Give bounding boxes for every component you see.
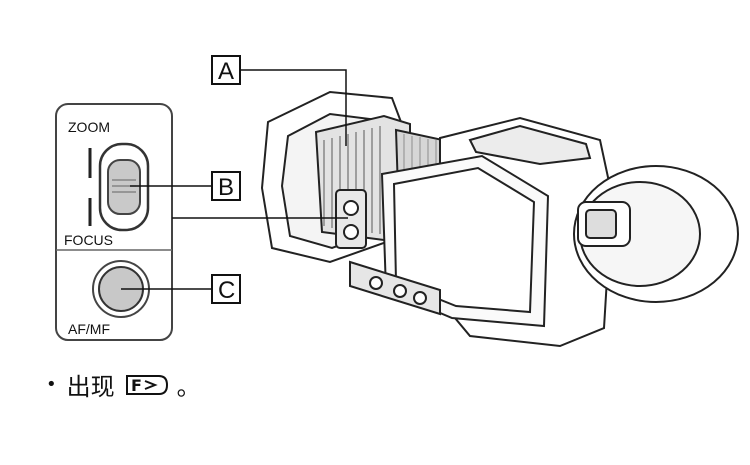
callout-b-box	[211, 171, 241, 201]
callout-a-box	[211, 55, 241, 85]
zoom-focus-switch-knob[interactable]	[107, 159, 141, 215]
lens-side-button-1	[343, 200, 359, 216]
focus-note: • 出现 F 。	[46, 367, 201, 402]
lower-button-2	[393, 284, 407, 298]
note-text: 出现	[66, 373, 115, 401]
note-suffix: 。	[176, 373, 201, 401]
focus-icon: F	[125, 374, 168, 395]
af-mf-label: AF/MF	[68, 321, 110, 337]
lens-side-button-2	[343, 224, 359, 240]
callout-b: B	[218, 174, 234, 201]
focus-label: FOCUS	[64, 232, 113, 248]
zoom-label: ZOOM	[68, 119, 110, 135]
lower-button-1	[369, 276, 383, 290]
focus-ring-grip	[323, 126, 381, 234]
svg-text:F: F	[131, 376, 142, 395]
callout-a-leader	[240, 69, 347, 146]
camcorder	[260, 90, 739, 348]
lower-button-3	[413, 291, 427, 305]
camera-top-handle	[468, 124, 592, 166]
callout-c-box	[211, 274, 241, 304]
callout-a: A	[218, 58, 234, 85]
viewfinder-window-inner	[585, 209, 617, 239]
callout-c: C	[218, 277, 235, 304]
note-bullet: •	[46, 374, 57, 395]
